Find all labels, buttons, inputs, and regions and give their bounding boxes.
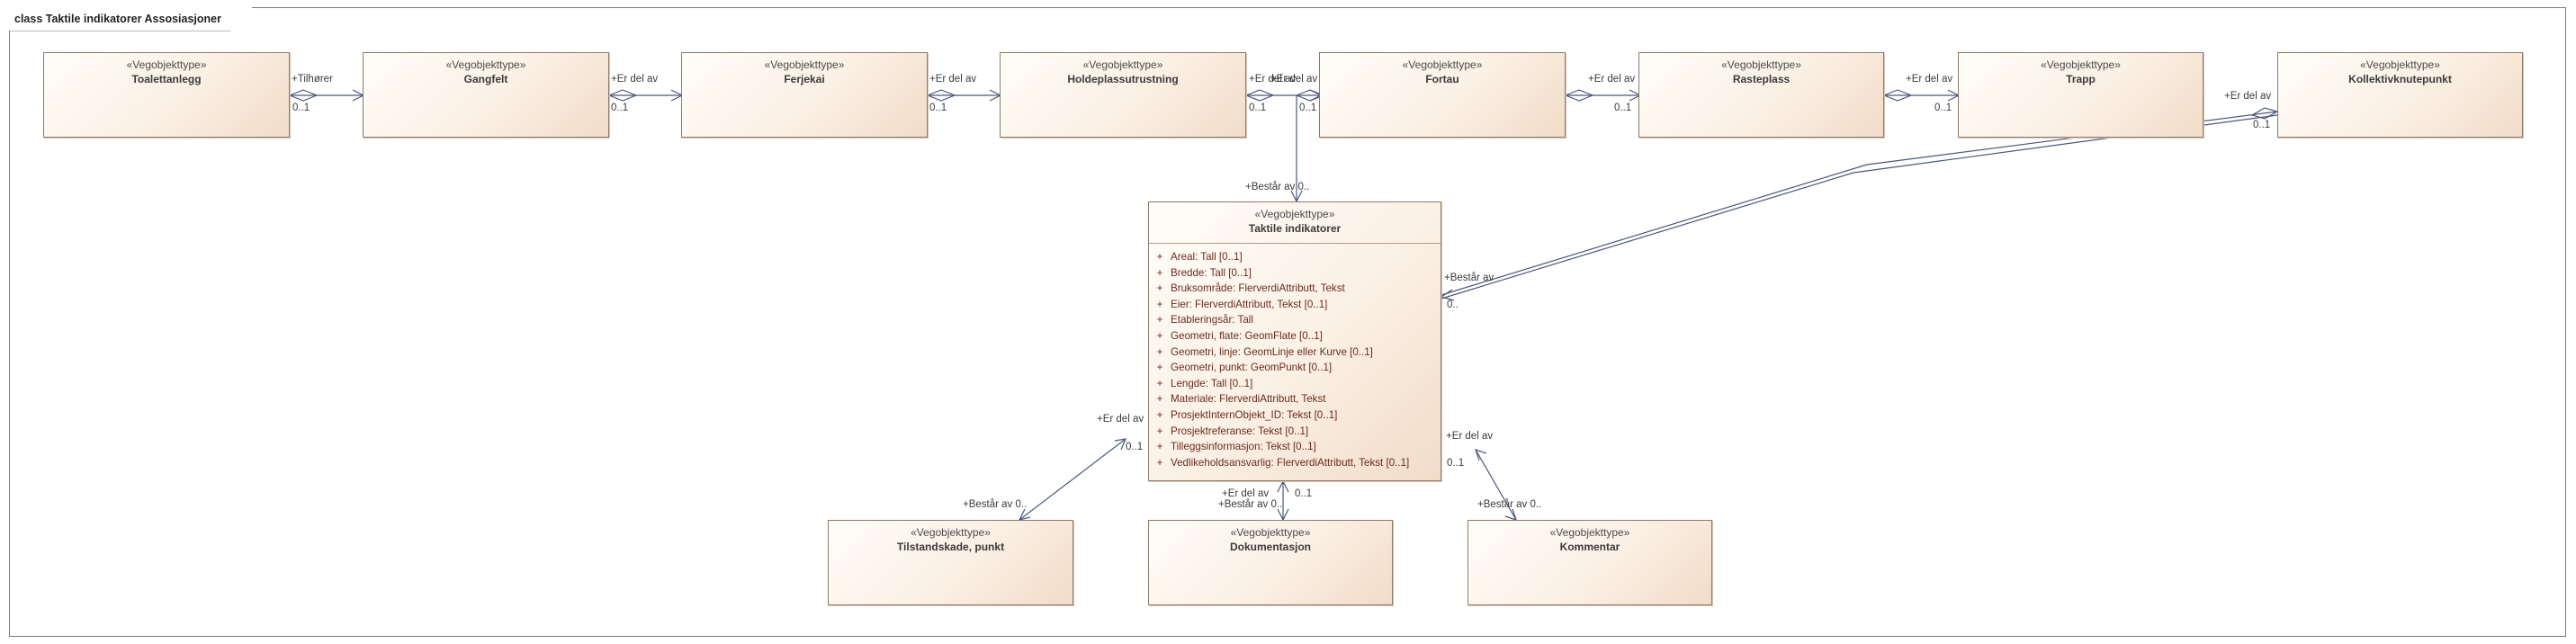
class-name: Tilstandskade, punkt xyxy=(896,541,1005,553)
attribute-row: +Bruksområde: FlerverdiAttributt, Tekst xyxy=(1156,282,1345,295)
diagram-frame xyxy=(9,7,2566,637)
class-trapp[interactable]: «Vegobjekttype» Trapp xyxy=(1958,52,2204,138)
role-label: +Er del av xyxy=(1222,488,1270,499)
stereotype-label: «Vegobjekttype» xyxy=(126,58,207,71)
attribute-row: +Prosjektreferanse: Tekst [0..1] xyxy=(1156,425,1309,437)
compartment-divider xyxy=(1149,243,1441,244)
class-name: Dokumentasjon xyxy=(1229,541,1311,553)
multiplicity-label: 0..1 xyxy=(1295,488,1313,499)
class-fortau[interactable]: «Vegobjekttype» Fortau xyxy=(1319,52,1566,138)
role-label: +Er del av xyxy=(1270,74,1318,85)
multiplicity-label: 0..1 xyxy=(611,103,629,113)
multiplicity-label: 0..1 xyxy=(1614,103,1632,113)
class-dokumentasjon[interactable]: «Vegobjekttype» Dokumentasjon xyxy=(1148,520,1393,605)
class-taktile-indikatorer[interactable]: «Vegobjekttype» Taktile indikatorer +Are… xyxy=(1148,201,1441,481)
multiplicity-label: 0..1 xyxy=(929,103,947,113)
role-label: +Er del av xyxy=(611,74,659,85)
attribute-row: +Tilleggsinformasjon: Tekst [0..1] xyxy=(1156,441,1316,453)
stereotype-label: «Vegobjekttype» xyxy=(1082,58,1163,71)
role-label: +Består av 0.. xyxy=(1245,182,1310,192)
role-label: +Er del av xyxy=(1097,414,1144,425)
class-gangfelt[interactable]: «Vegobjekttype» Gangfelt xyxy=(363,52,609,138)
assoc-tilstandskade-taktile xyxy=(1019,438,1126,521)
class-tilstandskade-punkt[interactable]: «Vegobjekttype» Tilstandskade, punkt xyxy=(828,520,1073,605)
role-label: +Er del av xyxy=(1249,74,1297,85)
role-label: +Er del av xyxy=(1446,431,1494,442)
assoc-kommentar-taktile xyxy=(1475,449,1517,521)
class-holdeplassutrustning[interactable]: «Vegobjekttype» Holdeplassutrustning xyxy=(1000,52,1246,138)
stereotype-label: «Vegobjekttype» xyxy=(764,58,845,71)
role-label: +Består av 0.. xyxy=(963,499,1028,510)
multiplicity-label: 0..1 xyxy=(1126,442,1144,452)
multiplicity-label: 0..1 xyxy=(2253,120,2271,130)
multiplicity-label: 0..1 xyxy=(292,103,310,113)
class-toalettanlegg[interactable]: «Vegobjekttype» Toalettanlegg xyxy=(43,52,290,138)
attribute-list: +Areal: Tall [0..1] +Bredde: Tall [0..1]… xyxy=(1149,249,1441,470)
multiplicity-label: 0..1 xyxy=(1934,103,1952,113)
attribute-row: +Geometri, linje: GeomLinje eller Kurve … xyxy=(1156,345,1373,358)
class-name: Trapp xyxy=(2066,73,2096,85)
attribute-row: +Vedlikeholdsansvarlig: FlerverdiAttribu… xyxy=(1156,456,1410,469)
multiplicity-label: 0..1 xyxy=(1249,103,1267,113)
attribute-row: +ProsjektInternObjekt_ID: Tekst [0..1] xyxy=(1156,408,1338,421)
class-ferjekai[interactable]: «Vegobjekttype» Ferjekai xyxy=(681,52,928,138)
attribute-row: +Materiale: FlerverdiAttributt, Tekst xyxy=(1156,393,1326,406)
attribute-row: +Eier: FlerverdiAttributt, Tekst [0..1] xyxy=(1156,298,1328,310)
role-label: +Består av 0.. xyxy=(1477,499,1542,510)
class-name: Rasteplass xyxy=(1732,73,1791,85)
attribute-row: +Geometri, flate: GeomFlate [0..1] xyxy=(1156,329,1323,342)
class-name: Gangfelt xyxy=(463,73,508,85)
class-name: Kollektivknutepunkt xyxy=(2348,73,2452,85)
attribute-row: +Bredde: Tall [0..1] xyxy=(1156,266,1252,279)
role-label: +Er del av xyxy=(1588,74,1636,85)
class-kommentar[interactable]: «Vegobjekttype» Kommentar xyxy=(1468,520,1712,605)
diagram-title: class Taktile indikatorer Assosiasjoner xyxy=(9,7,252,31)
stereotype-label: «Vegobjekttype» xyxy=(2041,58,2121,71)
class-rasteplass[interactable]: «Vegobjekttype» Rasteplass xyxy=(1638,52,1884,138)
stereotype-label: «Vegobjekttype» xyxy=(2360,58,2440,71)
stereotype-label: «Vegobjekttype» xyxy=(1230,526,1311,539)
role-label: +Er del av xyxy=(929,74,977,85)
class-name: Toalettanlegg xyxy=(131,73,202,85)
role-label: +Er del av xyxy=(2224,91,2272,102)
role-label: +Tilhører xyxy=(292,74,333,85)
role-label: +Består av 0.. xyxy=(1218,499,1283,510)
stereotype-label: «Vegobjekttype» xyxy=(1254,208,1335,220)
class-name: Ferjekai xyxy=(784,73,825,85)
stereotype-label: «Vegobjekttype» xyxy=(445,58,526,71)
class-kollektivknutepunkt[interactable]: «Vegobjekttype» Kollektivknutepunkt xyxy=(2277,52,2523,138)
attribute-row: +Etableringsår: Tall xyxy=(1156,314,1253,326)
class-name: Taktile indikatorer xyxy=(1248,222,1342,235)
multiplicity-label: 0..1 xyxy=(1447,458,1465,469)
multiplicity-label: 0.. xyxy=(1447,300,1459,310)
class-name: Fortau xyxy=(1425,73,1459,85)
attribute-row: +Areal: Tall [0..1] xyxy=(1156,251,1243,263)
attribute-row: +Lengde: Tall [0..1] xyxy=(1156,377,1253,389)
role-label: +Er del av xyxy=(1906,74,1953,85)
stereotype-label: «Vegobjekttype» xyxy=(1549,526,1630,539)
attribute-row: +Geometri, punkt: GeomPunkt [0..1] xyxy=(1156,362,1333,374)
stereotype-label: «Vegobjekttype» xyxy=(911,526,991,539)
role-label: +Består av xyxy=(1444,273,1494,283)
multiplicity-label: 0..1 xyxy=(1299,103,1317,113)
class-name: Holdeplassutrustning xyxy=(1067,73,1179,85)
stereotype-label: «Vegobjekttype» xyxy=(1402,58,1483,71)
class-name: Kommentar xyxy=(1559,541,1620,553)
assoc-kollektiv-taktile xyxy=(1441,111,2278,296)
stereotype-label: «Vegobjekttype» xyxy=(1721,58,1801,71)
